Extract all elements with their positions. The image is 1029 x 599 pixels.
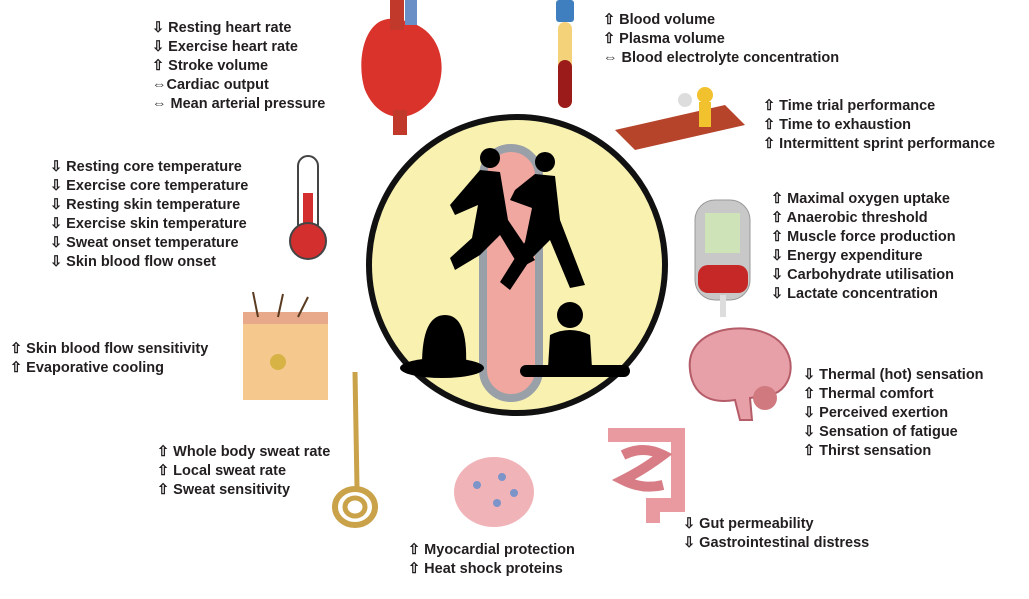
- list-item: ⇧ Whole body sweat rate: [157, 444, 331, 460]
- list-item: ⇩ Exercise heart rate: [152, 39, 298, 55]
- list-item: ⇩ Energy expenditure: [771, 248, 923, 264]
- brain-icon: [688, 327, 792, 421]
- blood-list: ⇧ Blood volume ⇧ Plasma volume ⇔ Blood ele…: [603, 11, 839, 68]
- list-item: ⇧ Time to exhaustion: [763, 117, 912, 133]
- list-item: ⇩ Sweat onset temperature: [50, 235, 239, 251]
- sweat-list: ⇧ Whole body sweat rate ⇧ Local sweat rat…: [157, 443, 330, 500]
- list-item: ⇧ Local sweat rate: [157, 463, 287, 479]
- list-item: ⇧ Anaerobic threshold: [771, 210, 928, 226]
- list-item: ⇩ Resting heart rate: [152, 20, 292, 36]
- list-item: ⇩ Lactate concentration: [771, 286, 938, 302]
- race-finish-icon: [615, 87, 745, 150]
- list-item: ⇧ Thirst sensation: [803, 443, 932, 459]
- cardiovascular-list: ⇩ Resting heart rate ⇩ Exercise heart rat…: [152, 19, 325, 114]
- list-item: ⇩ Gut permeability: [683, 516, 814, 532]
- list-item: ⇩ Sensation of fatigue: [803, 424, 958, 440]
- list-item: ⇧ Skin blood flow sensitivity: [10, 341, 209, 357]
- list-item: ⇧ Blood volume: [603, 12, 716, 28]
- list-item: ⇧ Time trial performance: [763, 98, 936, 114]
- list-item: ⇔ Blood electrolyte concentration: [603, 50, 840, 66]
- sweat-gland-icon: [332, 372, 378, 528]
- list-item: ⇧ Thermal comfort: [803, 386, 934, 402]
- list-item: ⇔Cardiac output: [152, 77, 269, 93]
- cells-icon: [454, 457, 534, 527]
- list-item: ⇧ Myocardial protection: [408, 542, 575, 558]
- list-item: ⇩ Thermal (hot) sensation: [803, 367, 984, 383]
- intestine-icon: [608, 428, 685, 523]
- list-item: ⇧ Maximal oxygen uptake: [771, 191, 950, 207]
- skin-list: ⇧ Skin blood flow sensitivity ⇧ Evaporati…: [10, 340, 208, 378]
- heart-icon: [361, 0, 442, 135]
- list-item: ⇧ Plasma volume: [603, 31, 725, 47]
- metabolic-list: ⇧ Maximal oxygen uptake ⇧ Anaerobic thres…: [771, 190, 956, 304]
- cellular-list: ⇧ Myocardial protection ⇧ Heat shock prot…: [408, 541, 575, 579]
- list-item: ⇧ Stroke volume: [152, 58, 269, 74]
- list-item: ⇩ Perceived exertion: [803, 405, 949, 421]
- list-item: ⇧ Sweat sensitivity: [157, 482, 291, 498]
- list-item: ⇩ Exercise core temperature: [50, 178, 249, 194]
- gut-list: ⇩ Gut permeability ⇩ Gastrointestinal dis…: [683, 515, 869, 553]
- list-item: ⇩ Gastrointestinal distress: [683, 535, 870, 551]
- blood-tube-icon: [556, 0, 574, 108]
- skin-layers-icon: [243, 292, 328, 400]
- list-item: ⇩ Exercise skin temperature: [50, 216, 247, 232]
- runners-icon: [450, 148, 585, 290]
- list-item: ⇩ Resting skin temperature: [50, 197, 241, 213]
- thermoregulation-list: ⇩ Resting core temperature ⇩ Exercise cor…: [50, 158, 248, 272]
- list-item: ⇧ Heat shock proteins: [408, 561, 563, 577]
- list-item: ⇧ Evaporative cooling: [10, 360, 164, 376]
- sauna-people-icon: [400, 302, 630, 378]
- list-item: ⇩ Resting core temperature: [50, 159, 242, 175]
- thermometer-small-icon: [289, 155, 327, 260]
- list-item: ⇧ Muscle force production: [771, 229, 956, 245]
- list-item: ⇩ Skin blood flow onset: [50, 254, 217, 270]
- performance-list: ⇧ Time trial performance ⇧ Time to exhaus…: [763, 97, 995, 154]
- list-item: ⇩ Carbohydrate utilisation: [771, 267, 954, 283]
- glucometer-icon: [694, 199, 751, 317]
- list-item: ⇧ Intermittent sprint performance: [763, 136, 996, 152]
- perception-list: ⇩ Thermal (hot) sensation ⇧ Thermal comfo…: [803, 366, 984, 461]
- list-item: ⇔ Mean arterial pressure: [152, 96, 326, 112]
- central-illustration: [366, 114, 668, 416]
